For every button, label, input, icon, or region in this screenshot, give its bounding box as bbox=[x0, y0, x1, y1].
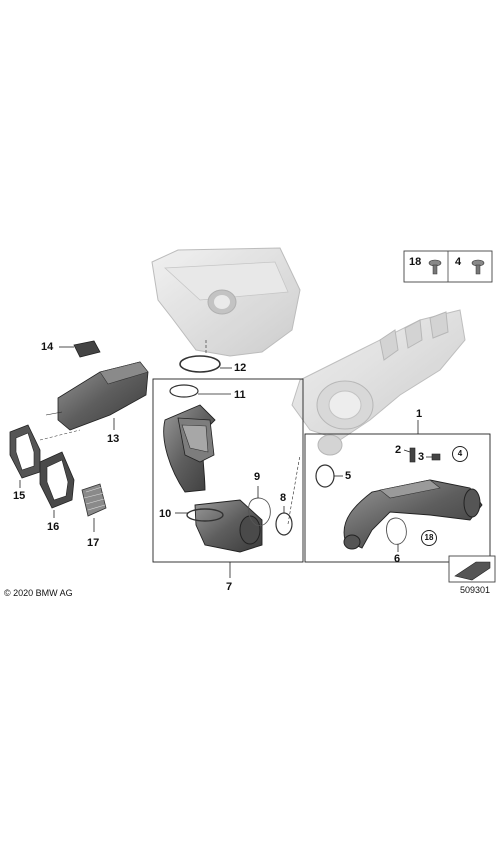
diagram-id-icon bbox=[448, 555, 496, 583]
callout-2: 2 bbox=[395, 444, 402, 456]
assembly-box-1 bbox=[304, 433, 491, 563]
part-8-ring bbox=[275, 454, 301, 536]
part-17-mesh bbox=[81, 483, 107, 532]
callout-1: 1 bbox=[416, 408, 423, 420]
part-11-ring bbox=[169, 384, 231, 398]
callout-16: 16 bbox=[47, 521, 60, 533]
part-9-gasket bbox=[248, 486, 271, 527]
legend-number-left: 18 bbox=[409, 256, 422, 268]
assembly-box-7 bbox=[152, 378, 304, 563]
screw-icon bbox=[471, 259, 485, 275]
callout-9: 9 bbox=[254, 471, 261, 483]
part-12-clamp bbox=[179, 340, 232, 373]
callout-17: 17 bbox=[87, 537, 100, 549]
part-2-sensor bbox=[403, 447, 416, 463]
callout-7: 7 bbox=[226, 581, 233, 593]
part-10-clamp bbox=[175, 508, 224, 522]
callout-14: 14 bbox=[41, 341, 54, 353]
part-6-gasket bbox=[386, 517, 407, 552]
diagram-id-text: 509301 bbox=[460, 585, 491, 595]
callout-13: 13 bbox=[107, 433, 120, 445]
callout-6: 6 bbox=[394, 553, 401, 565]
callout-4-circled: 4 bbox=[452, 446, 468, 462]
air-filter-housing-ghost bbox=[151, 247, 301, 357]
screw-icon bbox=[428, 259, 442, 275]
part-1-charge-pipe bbox=[343, 479, 483, 550]
fastener-legend-box bbox=[403, 250, 493, 283]
callout-3: 3 bbox=[418, 451, 425, 463]
part-13-resonator bbox=[45, 361, 149, 431]
callout-12: 12 bbox=[234, 362, 247, 374]
callout-10: 10 bbox=[159, 508, 172, 520]
callout-15: 15 bbox=[13, 490, 26, 502]
callout-11: 11 bbox=[234, 389, 246, 401]
part-7-intake-hose bbox=[163, 404, 263, 553]
copyright-text: © 2020 BMW AG bbox=[4, 588, 73, 598]
part-5-ring bbox=[315, 464, 343, 488]
callout-8: 8 bbox=[280, 492, 287, 504]
callout-5: 5 bbox=[345, 470, 352, 482]
turbocharger-ghost bbox=[291, 309, 466, 456]
part-14-pad bbox=[59, 340, 101, 358]
callout-18-circled: 18 bbox=[421, 530, 437, 546]
part-15-frame bbox=[9, 424, 41, 488]
part-16-frame bbox=[39, 429, 81, 518]
part-3-sensor bbox=[426, 453, 441, 461]
legend-number-right: 4 bbox=[455, 256, 462, 268]
